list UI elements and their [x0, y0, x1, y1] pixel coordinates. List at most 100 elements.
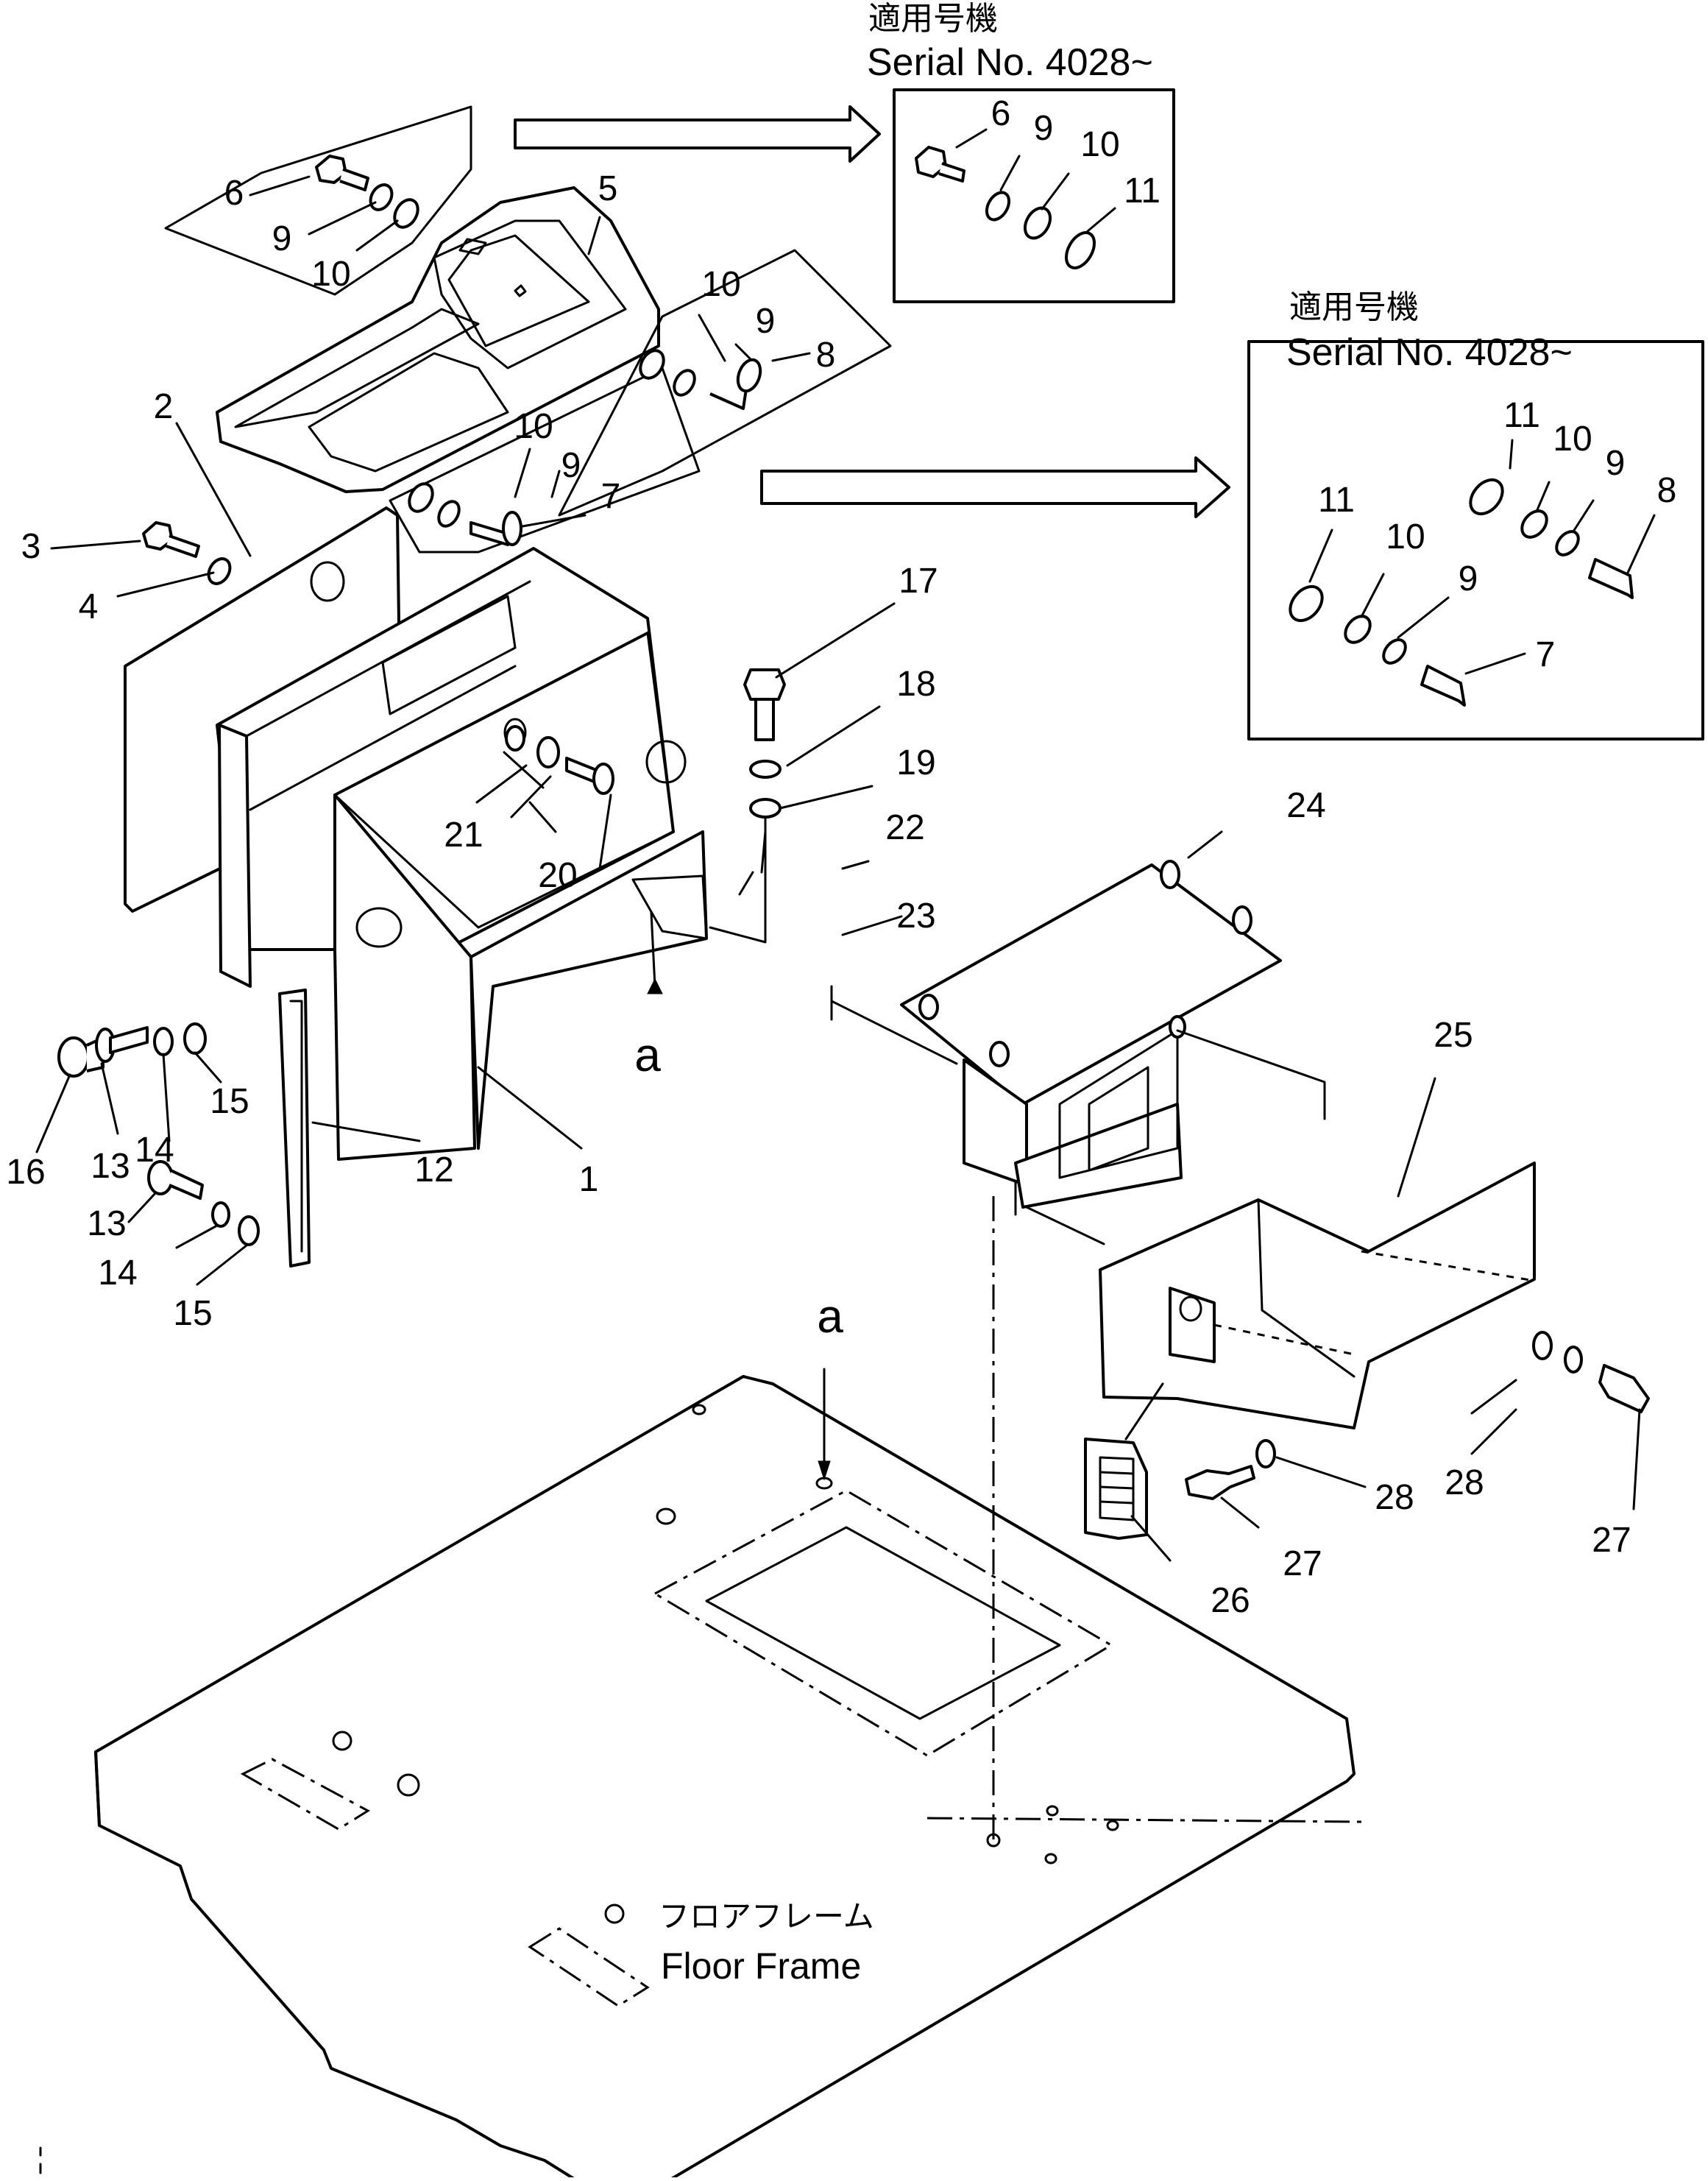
inset-top-callout-10: 10: [1080, 125, 1119, 164]
washer: [673, 369, 696, 397]
main-body: [216, 547, 708, 1161]
callout-part-14: 14: [98, 1254, 137, 1293]
body-hardware: [505, 668, 786, 994]
washer-28: [1564, 1346, 1583, 1374]
inset-box-top: [893, 88, 1175, 303]
callout-part-1: 1: [579, 1160, 599, 1199]
washer: [1469, 478, 1504, 516]
left-hardware: [57, 989, 311, 1268]
callout-part-28: 28: [1375, 1478, 1414, 1517]
bolt-17: [743, 668, 786, 701]
callout-part-17: 17: [899, 562, 938, 601]
console-hardware: [315, 155, 762, 546]
serial-note-right-text: Serial No. 4028~: [1286, 331, 1573, 374]
floor-frame-en: Floor Frame: [661, 1945, 861, 1987]
panel-25: [1099, 1162, 1536, 1429]
inset-right-callout-8: 8: [1657, 471, 1677, 510]
inset-right-callout-10: 10: [1386, 517, 1425, 556]
washer-15: [183, 1022, 207, 1055]
serial-note-top-text: Serial No. 4028~: [867, 41, 1153, 84]
bolt-shank: [938, 162, 965, 183]
callout-part-9: 9: [756, 302, 776, 341]
callout-part-21: 21: [444, 816, 483, 855]
right-assembly: [830, 860, 1650, 1540]
inset-right-callout-9: 9: [1459, 559, 1478, 598]
callout-part-27: 27: [1283, 1544, 1322, 1583]
bolt: [1588, 558, 1634, 599]
callout-part-4: 4: [79, 587, 99, 626]
washer: [408, 482, 434, 513]
callout-part-12: 12: [414, 1150, 453, 1190]
washer: [1520, 509, 1548, 539]
callout-part-20: 20: [538, 856, 577, 895]
callout-part-15: 15: [173, 1294, 212, 1333]
floor-frame: [94, 1196, 1362, 2181]
callout-part-3: 3: [21, 527, 41, 566]
washer: [1382, 638, 1407, 665]
hardware-group-outline: [164, 105, 472, 296]
inset-right-callout-10: 10: [1553, 420, 1592, 459]
bolt-27: [1598, 1364, 1650, 1413]
serial-note-top-jp: 適用号機: [868, 0, 998, 38]
hardware-group-outline: [558, 249, 892, 517]
callout-part-28: 28: [1445, 1463, 1484, 1502]
callout-part-14: 14: [135, 1131, 174, 1170]
console-cover: [216, 186, 660, 493]
callout-part-9: 9: [272, 219, 292, 258]
cap-16: [57, 1036, 90, 1078]
serial-note-right-jp: 適用号機: [1289, 289, 1419, 326]
washer: [393, 198, 419, 229]
inset-right-callout-11: 11: [1318, 481, 1355, 520]
leader-lines: [35, 175, 1641, 1562]
bolt-27: [1185, 1465, 1255, 1500]
washer-14: [211, 1201, 230, 1228]
floor-frame-jp: フロアフレーム: [659, 1898, 874, 1934]
callout-part-19: 19: [896, 743, 935, 782]
callout-part-2: 2: [154, 387, 174, 426]
inset-top-callout-9: 9: [1034, 109, 1054, 148]
callout-part-15: 15: [210, 1082, 249, 1121]
washer-19: [749, 798, 782, 819]
washer: [1065, 231, 1096, 269]
washer-15: [238, 1215, 260, 1246]
bolt: [1420, 665, 1466, 707]
plate-22: [900, 863, 1282, 1106]
washer-18: [749, 760, 782, 779]
serial-note-top: 適用号機 Serial No. 4028~: [867, 0, 1153, 84]
side-panel-hardware: [142, 521, 232, 585]
callout-part-23: 23: [896, 897, 935, 936]
inset-top-parts: [915, 128, 1116, 269]
washer: [1023, 206, 1052, 240]
callout-part-13: 13: [91, 1147, 130, 1186]
washer: [1289, 584, 1324, 623]
callout-part-10: 10: [514, 407, 553, 446]
inset-right-callout-7: 7: [1536, 635, 1556, 674]
callout-part-10: 10: [311, 255, 350, 294]
washer-4: [207, 557, 232, 585]
section-mark-a-lower: a: [817, 1290, 843, 1343]
callout-part-18: 18: [896, 665, 935, 704]
serial-note-right: 適用号機 Serial No. 4028~: [1286, 289, 1573, 374]
washer-28: [1255, 1439, 1276, 1468]
washer: [985, 191, 1011, 222]
floor-frame-plate: [94, 1375, 1356, 2181]
callout-part-7: 7: [601, 477, 621, 516]
washer: [437, 500, 461, 528]
main-body-front-right: [469, 830, 708, 1150]
arrow-to-inset-right: [760, 456, 1230, 518]
slot-opening: [1169, 1287, 1216, 1363]
washer: [1555, 530, 1580, 556]
inset-top-callout-11: 11: [1124, 172, 1160, 211]
inset-right-callout-11: 11: [1503, 396, 1540, 435]
main-body-front-left: [333, 793, 476, 1161]
callout-part-16: 16: [6, 1153, 45, 1192]
callout-part-9: 9: [561, 446, 581, 485]
callout-part-26: 26: [1211, 1581, 1250, 1620]
inset-right-callout-9: 9: [1606, 444, 1626, 483]
callout-part-8: 8: [816, 336, 836, 375]
hardware-group-outline: [389, 367, 701, 554]
